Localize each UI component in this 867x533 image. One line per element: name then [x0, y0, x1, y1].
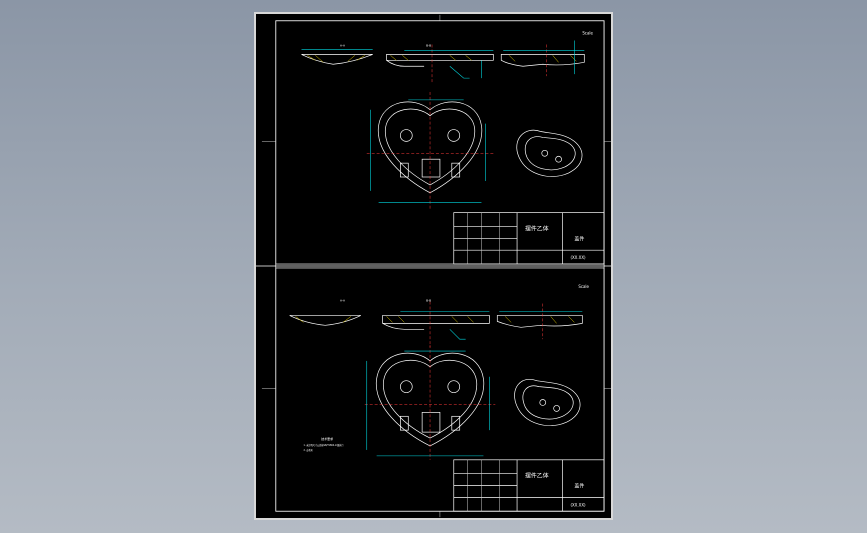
svg-text:A-A: A-A — [340, 299, 345, 303]
bottom-title-text: 摆件乙体 — [525, 472, 549, 480]
top-title-text: 摆件乙体 — [525, 224, 549, 232]
top-title-block: 摆件乙体 盖件 (XX.XX) — [453, 212, 605, 265]
top-sheet: Scale A-A B-B — [301, 31, 605, 265]
svg-text:B-B: B-B — [426, 299, 431, 303]
svg-text:A-A: A-A — [340, 43, 345, 47]
note-line-2: 2. 去毛刺 — [303, 448, 312, 452]
top-section-view-2: B-B — [386, 43, 494, 85]
bottom-section-view-1: A-A — [289, 299, 361, 326]
bottom-section-view-2: B-B — [382, 299, 490, 348]
top-plan-view — [366, 91, 494, 209]
top-code-text: (XX.XX) — [570, 255, 586, 260]
note-heading: 技术要求 — [321, 436, 333, 441]
bottom-sheet-border — [275, 267, 605, 512]
bottom-tech-notes: 技术要求 1. 未注明尺寸公差按GB/T1804-m级执行 2. 去毛刺 — [303, 436, 344, 452]
bottom-iso-view — [514, 379, 581, 426]
bottom-part-text: 盖件 — [574, 483, 584, 490]
top-section-view-1: A-A — [301, 43, 373, 65]
bottom-plan-view — [364, 345, 496, 460]
bottom-section-view-3 — [496, 303, 583, 340]
drawing-sheet: Scale A-A B-B — [254, 12, 613, 520]
top-sheet-border — [275, 20, 605, 265]
note-line-1: 1. 未注明尺寸公差按GB/T1804-m级执行 — [303, 443, 344, 447]
top-iso-view — [516, 129, 583, 177]
bottom-sheet: Scale A-A B-B — [289, 284, 605, 512]
top-part-text: 盖件 — [574, 235, 584, 242]
top-scale-label: Scale — [582, 31, 593, 36]
bottom-code-text: (XX.XX) — [570, 502, 586, 507]
svg-text:B-B: B-B — [426, 43, 431, 47]
bottom-title-block: 摆件乙体 盖件 (XX.XX) — [453, 459, 605, 512]
top-section-view-3 — [500, 40, 585, 77]
bottom-scale-label: Scale — [578, 284, 589, 289]
